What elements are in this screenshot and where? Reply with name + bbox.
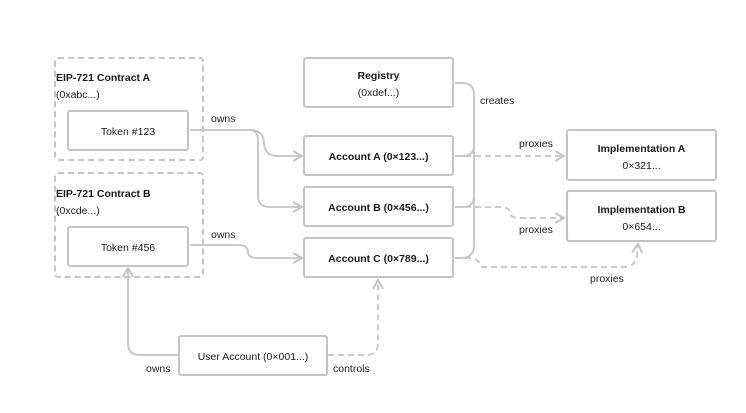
edge-label-proxies-c: proxies [590, 273, 624, 285]
edge-account-b-impl-b [455, 206, 567, 224]
implementation-a-node[interactable]: Implementation A 0×321... [566, 129, 717, 181]
token-123-node[interactable]: Token #123 [67, 110, 189, 151]
edge-token123-account-a [190, 129, 305, 162]
token-123-label: Token #123 [100, 126, 156, 138]
implementation-a-address: 0×321... [622, 160, 661, 172]
contract-a-address: (0xabc...) [56, 89, 100, 101]
user-account-label: User Account (0×001...) [197, 351, 309, 363]
edge-account-c-impl-b [455, 241, 644, 268]
account-c-label: Account C (0×789...) [328, 253, 429, 265]
registry-address: (0xdef...) [357, 87, 400, 99]
registry-title: Registry [357, 70, 400, 82]
contract-b-group: EIP-721 Contract B (0xcde...) [54, 172, 204, 278]
edge-registry-creates [455, 82, 475, 259]
account-c-node[interactable]: Account C (0×789...) [303, 237, 454, 278]
edge-label-proxies-b: proxies [519, 224, 553, 236]
implementation-b-address: 0×654... [622, 221, 661, 233]
contract-a-title: EIP-721 Contract A [56, 72, 151, 84]
edge-label-owns-token456: owns [211, 229, 236, 241]
user-account-node[interactable]: User Account (0×001...) [178, 335, 328, 376]
account-a-node[interactable]: Account A (0×123...) [303, 135, 454, 176]
edge-user-owns-token456 [122, 265, 178, 356]
edge-token123-account-b [249, 129, 305, 213]
registry-node[interactable]: Registry (0xdef...) [303, 57, 454, 108]
implementation-a-title: Implementation A [597, 143, 686, 155]
token-456-label: Token #456 [100, 242, 156, 254]
edge-token456-account-c [190, 244, 305, 264]
edge-label-controls: controls [333, 363, 370, 375]
contract-b-title: EIP-721 Contract B [56, 188, 151, 200]
account-b-label: Account B (0×456...) [328, 202, 429, 214]
edge-label-creates: creates [480, 95, 515, 107]
contract-b-address: (0xcde...) [56, 205, 100, 217]
token-456-node[interactable]: Token #456 [67, 226, 189, 267]
edge-label-proxies-a: proxies [519, 138, 553, 150]
edge-label-owns-user: owns [146, 363, 171, 375]
contract-a-group: EIP-721 Contract A (0xabc...) [54, 57, 204, 161]
implementation-b-node[interactable]: Implementation B 0×654... [566, 190, 717, 242]
edge-user-controls-account-c [328, 277, 384, 356]
edge-label-owns-token123: owns [211, 113, 236, 125]
account-b-node[interactable]: Account B (0×456...) [303, 186, 454, 227]
account-a-label: Account A (0×123...) [328, 151, 429, 163]
implementation-b-title: Implementation B [597, 204, 686, 216]
